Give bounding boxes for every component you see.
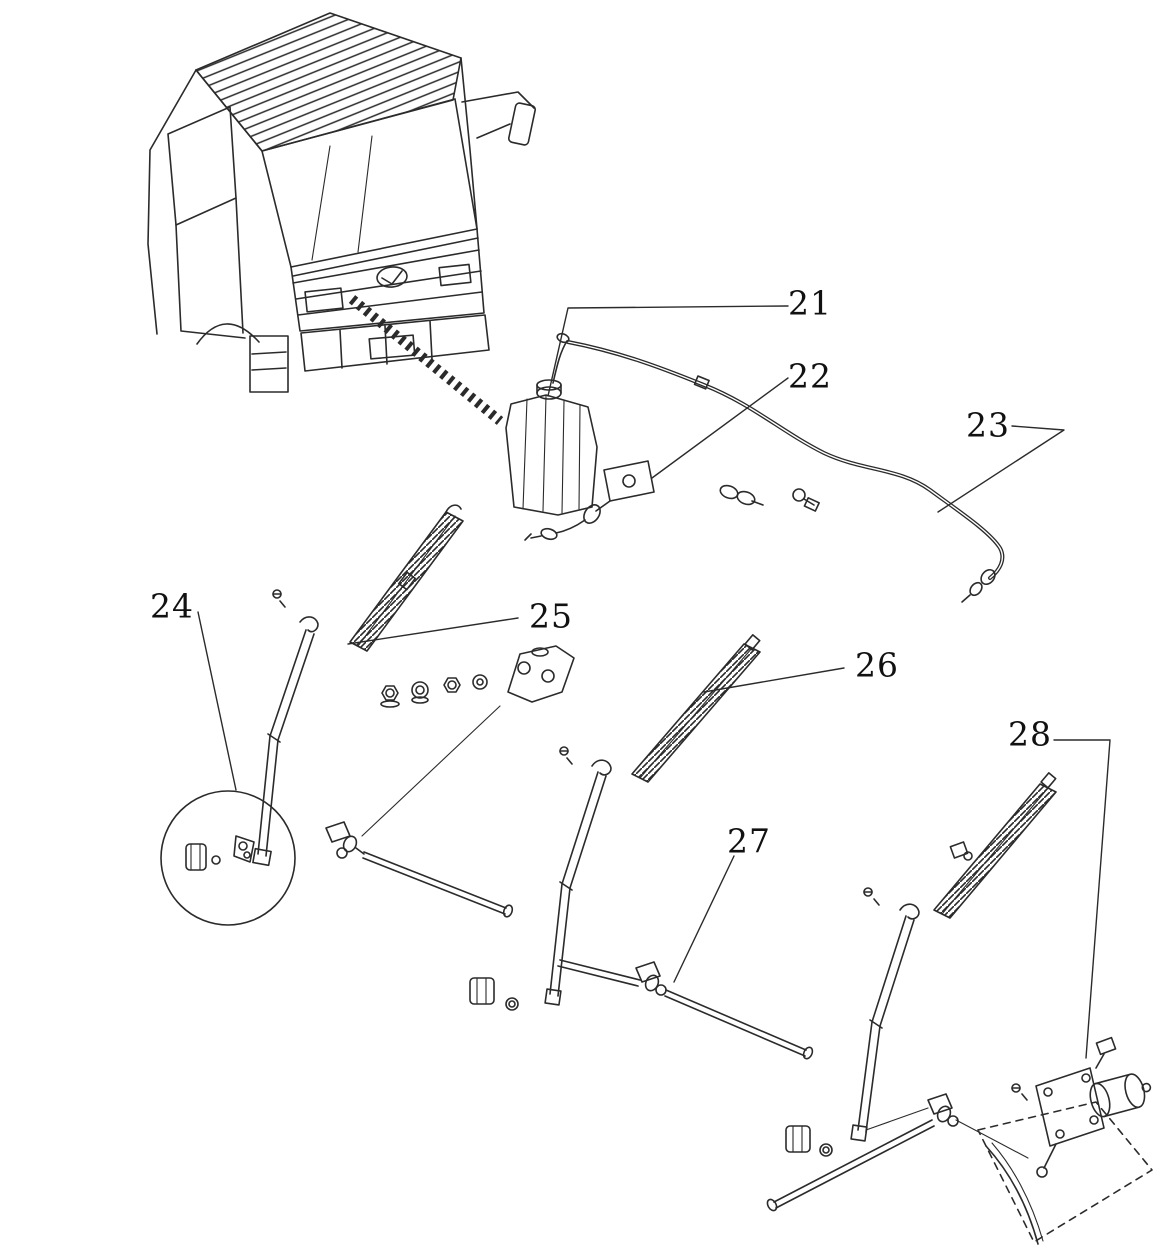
part-label-26: 26 [855,645,899,685]
fastener-hardware [361,645,575,837]
washer-reservoir-part-21 [505,340,598,516]
part-label-27: 27 [727,821,771,861]
washer-pump-part-22 [524,460,655,541]
wiper-blade-part-26 [631,634,761,783]
part-label-21: 21 [788,283,832,323]
callout-leader-lines [197,305,1111,1059]
part-label-25: 25 [529,596,573,636]
leader-28 [1053,739,1111,1059]
wiper-linkage-part-27 [557,959,814,1060]
leader-22 [651,377,789,479]
linkage-pivot-right [766,1093,1044,1245]
truck-cab [147,12,536,393]
linkage-pivot-left [325,821,514,918]
leader-23 [937,425,1065,513]
pointer-stripe [348,295,504,425]
wiper-arm-right [785,887,920,1157]
part-label-24: 24 [150,586,194,626]
part-label-23: 23 [966,405,1010,445]
wiper-blade-right [933,772,1057,919]
wiper-arm-part-24 [252,589,319,867]
leader-21 [547,305,789,397]
part-label-22: 22 [788,356,832,396]
wiper-motor-part-28 [977,1036,1153,1243]
wiper-arm-center [469,746,612,1011]
part-label-28: 28 [1008,714,1052,754]
leader-27 [673,855,735,983]
wiper-blade-part-25 [349,504,464,652]
leader-24 [197,611,237,791]
washer-hose-part-23 [556,332,1005,603]
arm-base-detail-circle-24 [160,790,296,926]
